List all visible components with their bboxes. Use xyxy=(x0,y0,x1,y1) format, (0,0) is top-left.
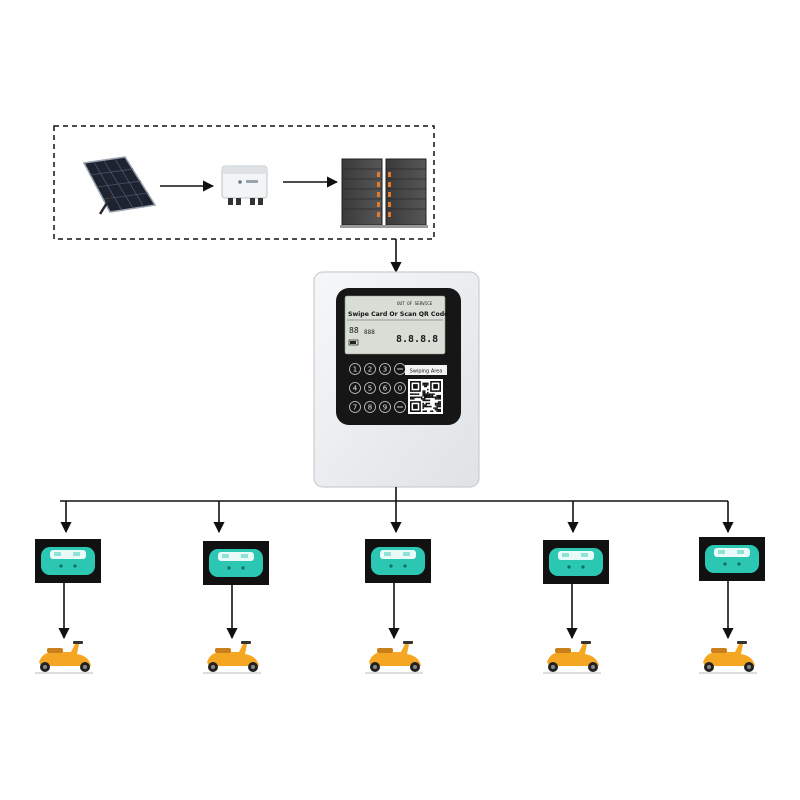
keypad-key-label: 6 xyxy=(383,385,388,393)
keypad-key-label: 4 xyxy=(353,385,358,393)
keypad-key[interactable]: 5 xyxy=(364,382,376,394)
keypad-key[interactable]: 0 xyxy=(394,382,406,394)
outlet-icon xyxy=(543,540,609,584)
outlet-icon xyxy=(699,537,765,581)
swipe-area xyxy=(405,365,447,375)
battery-storage-icon xyxy=(340,158,428,228)
keypad-key-label: 9 xyxy=(383,404,387,412)
scooter-icon xyxy=(35,641,93,674)
outlet-icon xyxy=(203,541,269,585)
lcd-screen xyxy=(344,295,446,355)
keypad-key-label: 5 xyxy=(368,385,372,393)
keypad-key-label: 0 xyxy=(398,385,402,393)
solar-panel-icon xyxy=(82,156,157,215)
screen-headline: Swipe Card Or Scan QR Code xyxy=(348,311,448,318)
keypad: 1 2 3 4 5 6 0 7 8 9 xyxy=(349,363,406,413)
screen-right-digits: 8.8.8.8 xyxy=(396,334,438,345)
keypad-key[interactable]: 7 xyxy=(349,401,361,413)
keypad-key[interactable] xyxy=(394,401,406,413)
screen-left-digits: 88 xyxy=(349,326,359,335)
screen-left-digits-2: 888 xyxy=(364,329,375,336)
energy-source-group xyxy=(53,125,435,240)
branches xyxy=(35,501,765,674)
keypad-key[interactable]: 1 xyxy=(349,363,361,375)
keypad-key[interactable]: 4 xyxy=(349,382,361,394)
scooter-icon xyxy=(543,641,601,674)
scooter-icon xyxy=(365,641,423,674)
keypad-key[interactable]: 8 xyxy=(364,401,376,413)
scooter-icon xyxy=(699,641,757,674)
inverter-icon xyxy=(221,165,268,205)
keypad-key-label: 1 xyxy=(353,366,357,374)
keypad-key[interactable]: 9 xyxy=(379,401,391,413)
keypad-key[interactable]: 2 xyxy=(364,363,376,375)
screen-status: OUT OF SERVICE xyxy=(397,301,433,306)
swipe-label: Swiping Area xyxy=(410,369,443,375)
keypad-key[interactable]: 6 xyxy=(379,382,391,394)
qr-code-icon xyxy=(408,379,443,414)
keypad-key-label: 8 xyxy=(368,404,372,412)
outlet-icon xyxy=(35,539,101,583)
keypad-key-label: 3 xyxy=(383,366,387,374)
keypad-key[interactable]: 3 xyxy=(379,363,391,375)
scooter-icon xyxy=(203,641,261,674)
keypad-key-label: 7 xyxy=(353,404,357,412)
outlet-icon xyxy=(365,539,431,583)
keypad-key-label: 2 xyxy=(368,366,372,374)
charging-station: OUT OF SERVICE Swipe Card Or Scan QR Cod… xyxy=(313,271,480,488)
